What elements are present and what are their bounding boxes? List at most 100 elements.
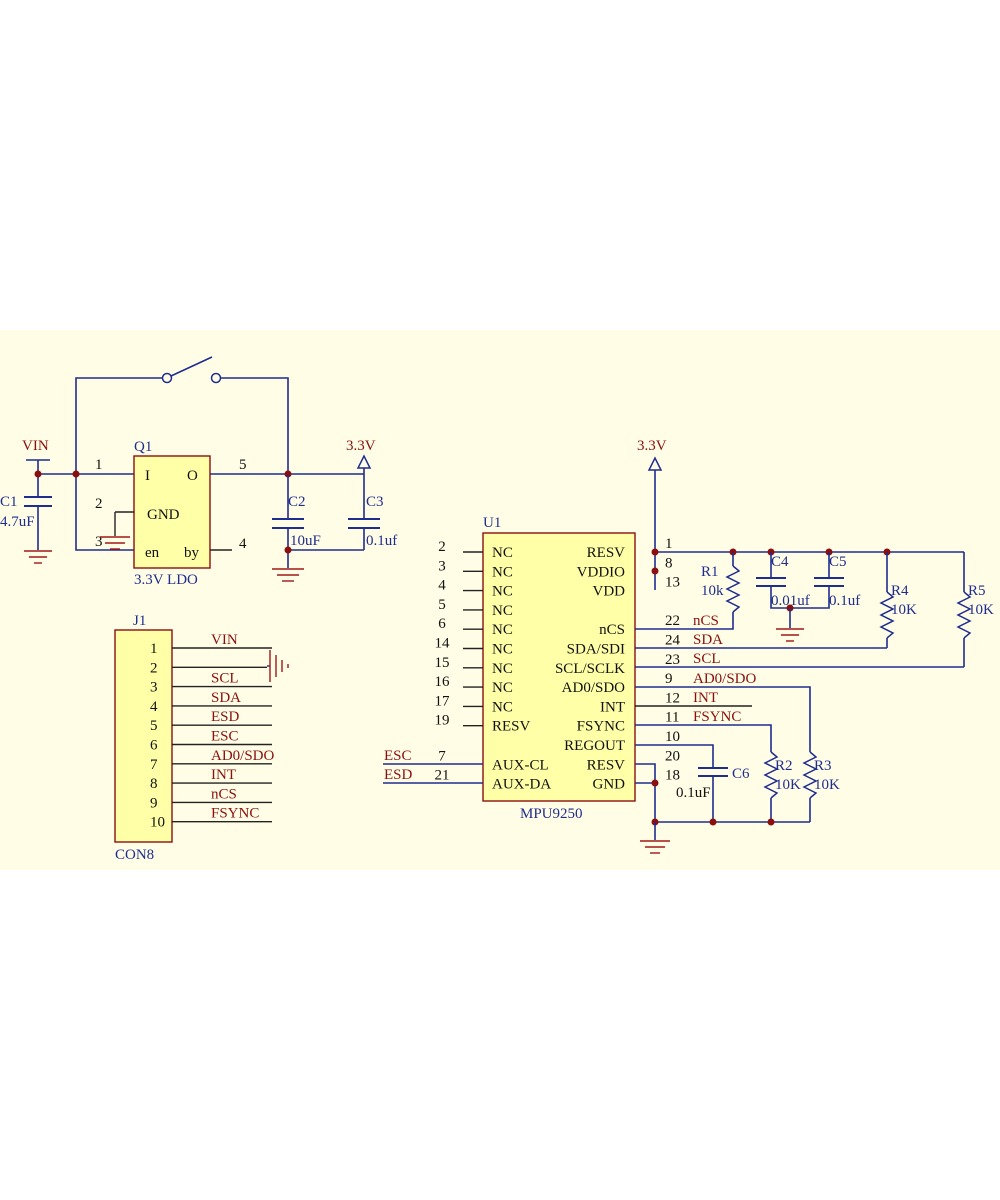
imu-left-pin-number: 21 [435,768,450,784]
j1-net-label: VIN [211,632,238,648]
imu-right-pin-name: RESV [587,757,626,773]
j1-body [114,629,173,843]
j1-pin-number: 1 [150,641,158,657]
imu-right-pin-name: nCS [599,622,625,638]
v33-arrow-ldo [356,454,372,469]
net-ncs: nCS [693,613,719,629]
j1-pin-number: 9 [150,795,158,811]
net-sda: SDA [693,632,723,648]
r5-value: 10K [968,602,994,618]
c5-ref: C5 [829,554,847,570]
r1-ref: R1 [701,564,719,580]
c4-value: 0.01uf [771,593,810,609]
c6-ref: C6 [732,766,750,782]
c3-ref: C3 [366,494,384,510]
imu-right-pin-number: 22 [665,613,680,629]
imu-left-pin-name: NC [492,661,513,677]
imu-right-pin-number: 24 [665,633,681,649]
imu-left-pin-number: 2 [438,539,446,555]
j1-pin-number: 4 [150,699,158,715]
c4-ground-symbol [776,628,804,642]
v33-label-ldo: 3.3V [346,438,376,454]
imu-type: MPU9250 [520,806,583,822]
j1-net-label: SDA [211,690,241,706]
imu-left-pin-name: NC [492,584,513,600]
r3-ref: R3 [814,758,832,774]
r3-value: 10K [814,777,840,793]
imu-right-pin-name: RESV [587,545,626,561]
ldo-pinnum-5: 5 [239,457,247,473]
imu-right-pin-name: INT [600,699,625,715]
ldo-pin-o: O [187,468,198,484]
j1-net-label: INT [211,767,236,783]
imu-right-pin-number: 9 [665,671,673,687]
c1-ref: C1 [0,494,18,510]
ldo-pinnum-4: 4 [239,536,247,552]
imu-right-pin-number: 1 [665,536,673,552]
j1-pin-number: 10 [150,815,165,831]
j1-net-label: ESD [211,709,240,725]
ldo-type: 3.3V LDO [134,572,198,588]
j1-refdes: J1 [133,613,146,629]
imu-left-pin-number: 7 [438,748,446,764]
ldo-body [133,455,211,569]
r1-value: 10k [701,583,724,599]
imu-left-pin-name: AUX-CL [492,757,549,773]
imu-right-pin-number: 11 [665,710,679,726]
net-int: INT [693,690,718,706]
j1-pin-number: 8 [150,776,158,792]
imu-right-pin-number: 8 [665,555,673,571]
imu-right-pin-number: 18 [665,768,680,784]
j1-pin-number: 7 [150,757,158,773]
imu-left-pin-name: NC [492,622,513,638]
ldo-section: VIN C1 4.7uF Q1 3.3V LDO I O GND en by 1… [0,356,397,588]
c2-value: 10uF [290,533,321,549]
connector-j1: J1 CON8 1VIN23SCL4SDA5ESD6ESC7AD0/SDO8IN… [114,613,289,863]
imu-right-pin-name: VDDIO [577,564,625,580]
c4-ref: C4 [771,554,789,570]
j1-pin-number: 3 [150,680,158,696]
imu-right-pin-name: SCL/SCLK [555,661,625,677]
net-fsync: FSYNC [693,709,741,725]
r2-value: 10K [775,777,801,793]
net-scl: SCL [693,651,721,667]
imu-left-pin-name: NC [492,603,513,619]
j1-pin-number: 2 [150,660,158,676]
imu-left-pin-name: NC [492,680,513,696]
imu-right-pin-number: 13 [665,575,680,591]
c6-value: 0.1uF [676,785,711,801]
ldo-pin-i: I [145,468,150,484]
imu-left-pin-number: 16 [435,674,451,690]
c3-value: 0.1uf [366,533,397,549]
v33-arrow-imu [647,456,663,471]
r5-ref: R5 [968,583,986,599]
c2-ref: C2 [288,494,306,510]
c5-value: 0.1uf [829,593,860,609]
imu-left-pin-name: RESV [492,719,531,735]
net-ad0: AD0/SDO [693,671,757,687]
v33-label-imu: 3.3V [637,438,667,454]
imu-right-pin-name: VDD [593,584,626,600]
j1-ground-symbol [267,650,289,682]
r2-ref: R2 [775,758,793,774]
ldo-pin-gnd: GND [147,507,180,523]
imu-ground-symbol [640,840,670,854]
ldo-pin-en: en [145,545,160,561]
switch-lever [170,356,213,377]
j1-net-label: nCS [211,786,237,802]
imu-right-pin-number: 10 [665,729,680,745]
imu-right-pin-name: AD0/SDO [562,680,626,696]
r4-value: 10K [891,602,917,618]
net-esc: ESC [384,748,412,764]
imu-right-pin-name: GND [593,777,626,793]
j1-pin-number: 5 [150,718,158,734]
j1-net-label: AD0/SDO [211,748,275,764]
j1-net-label: FSYNC [211,806,259,822]
c1-ground-symbol [24,550,52,564]
imu-left-pin-number: 6 [438,616,446,632]
imu-left-pin-number: 3 [438,558,446,574]
imu-left-pin-name: NC [492,564,513,580]
ldo-pin-by: by [184,545,200,561]
